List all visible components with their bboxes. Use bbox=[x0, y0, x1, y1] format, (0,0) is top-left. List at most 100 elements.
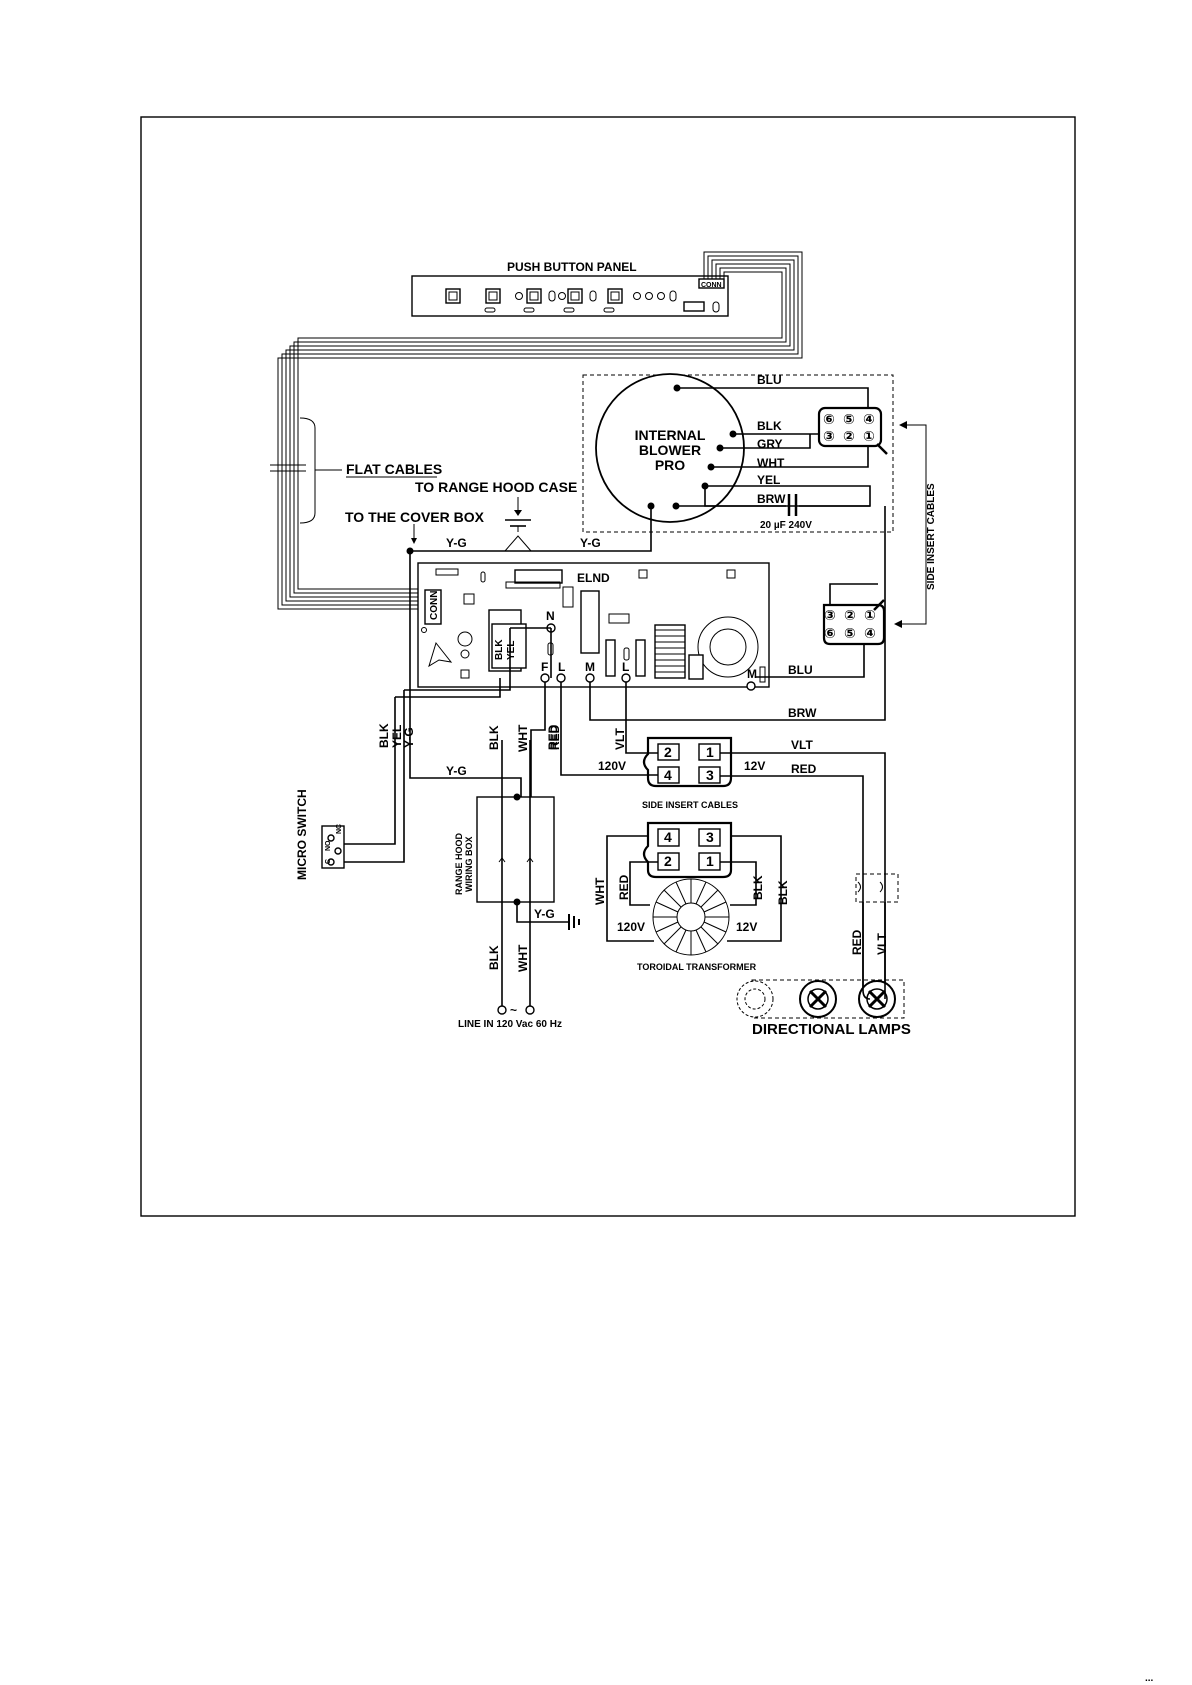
connector-top-1: ① bbox=[863, 428, 875, 444]
directional-lamps-label: DIRECTIONAL LAMPS bbox=[752, 1021, 911, 1038]
connector-top-2: ② bbox=[843, 428, 855, 444]
connector-top-5: ⑤ bbox=[843, 411, 855, 427]
connector-top-6: ⑥ bbox=[823, 411, 835, 427]
wire-label-yg-ground: Y-G bbox=[534, 907, 555, 921]
micro-switch-nc: NC bbox=[336, 824, 343, 834]
board-terminal-m2: M bbox=[747, 667, 757, 681]
transformer-red-label: RED bbox=[617, 874, 631, 900]
hood-case-ground: TO RANGE HOOD CASE bbox=[415, 479, 577, 552]
micro-switch-label: MICRO SWITCH bbox=[295, 789, 309, 880]
wire-label-blk-top: BLK bbox=[757, 419, 782, 433]
blower-section bbox=[582, 374, 894, 533]
flat-cables-label: FLAT CABLES bbox=[346, 461, 442, 477]
side-insert-pin-4: 4 bbox=[664, 767, 672, 783]
connector-top-3: ③ bbox=[823, 428, 835, 444]
wire-label-wht-bottom: WHT bbox=[516, 944, 530, 972]
wire-label-blk-bottom: BLK bbox=[487, 945, 501, 970]
wire-label-yg-right: Y-G bbox=[580, 536, 601, 550]
wire-label-red-lamp: RED bbox=[850, 929, 864, 955]
transformer-pin-3: 3 bbox=[706, 829, 714, 845]
wire-label-blk-left: BLK bbox=[377, 723, 391, 748]
board-terminal-m: M bbox=[585, 660, 595, 674]
board-name: ELND bbox=[577, 571, 610, 585]
side-insert-bottom-label: SIDE INSERT CABLES bbox=[642, 800, 738, 810]
transformer-blk-label-1: BLK bbox=[751, 875, 765, 900]
transformer-wht-label: WHT bbox=[593, 877, 607, 905]
transformer-12v: 12V bbox=[736, 920, 757, 934]
side-insert-pin-2: 2 bbox=[664, 744, 672, 760]
wire-label-vlt-right: VLT bbox=[791, 738, 813, 752]
wire-label-vlt-lamp: VLT bbox=[875, 933, 889, 955]
page-mark: ... bbox=[1145, 1673, 1154, 1684]
side-insert-12v: 12V bbox=[744, 759, 765, 773]
capacitor-label: 20 µF 240V bbox=[760, 520, 812, 531]
connector-right-4: ④ bbox=[864, 625, 876, 641]
side-insert-vertical-label: SIDE INSERT CABLES bbox=[926, 483, 937, 590]
blower-label-2: BLOWER bbox=[639, 442, 701, 458]
side-insert-connector: 2 1 4 3 bbox=[642, 736, 733, 788]
wire-label-yel-left: YEL bbox=[390, 725, 404, 748]
micro-switch-no: NO bbox=[325, 840, 332, 851]
board-terminal-f: F bbox=[541, 660, 548, 674]
transformer-120v: 120V bbox=[617, 920, 645, 934]
line-in-label: LINE IN 120 Vac 60 Hz bbox=[458, 1019, 562, 1030]
micro-switch-c: C bbox=[325, 859, 332, 864]
directional-lamps bbox=[736, 902, 905, 1019]
wire-label-yg-left: Y-G bbox=[446, 536, 467, 550]
wire-label-yg-mid: Y-G bbox=[446, 764, 467, 778]
blower-label-3: PRO bbox=[655, 457, 685, 473]
line-in-tilde: ~ bbox=[510, 1003, 517, 1017]
connector-right-6: ⑥ bbox=[824, 625, 836, 641]
relay-blk-label: BLK bbox=[494, 639, 505, 660]
connector-right-3: ③ bbox=[824, 607, 836, 623]
blower-label-1: INTERNAL bbox=[635, 427, 706, 443]
wire-label-yg-vertical: Y-G bbox=[402, 727, 416, 748]
range-hood-wiring-box bbox=[476, 740, 580, 1006]
wire-label-brw-top: BRW bbox=[757, 492, 786, 506]
transformer-blk-label-2: BLK bbox=[776, 880, 790, 905]
control-board: ELND CONN BLK YEL bbox=[417, 562, 770, 688]
wire-label-red-right: RED bbox=[791, 762, 817, 776]
transformer-pin-1: 1 bbox=[706, 853, 714, 869]
wire-label-wht-mid: WHT bbox=[516, 724, 530, 752]
connector-right-5: ⑤ bbox=[844, 625, 856, 641]
push-button-panel: PUSH BUTTON PANEL CONN bbox=[411, 260, 729, 317]
transformer-pin-2: 2 bbox=[664, 853, 672, 869]
push-button-panel-title: PUSH BUTTON PANEL bbox=[507, 260, 637, 274]
wire-label-blu-lower: BLU bbox=[788, 663, 813, 677]
wiring-box-label-1: RANGE HOOD bbox=[454, 832, 464, 895]
transformer-pin-4: 4 bbox=[664, 829, 672, 845]
wire-blu-lower bbox=[755, 643, 865, 678]
wire-label-vlt-board: VLT bbox=[613, 728, 627, 750]
board-terminal-n: N bbox=[546, 609, 555, 623]
blower-connector: ⑥ ⑤ ④ ③ ② ① bbox=[817, 406, 888, 455]
diagram-frame bbox=[140, 116, 1076, 1217]
panel-conn-label: CONN bbox=[701, 282, 722, 289]
wire-label-brw-lower: BRW bbox=[788, 706, 817, 720]
side-connector: ③ ② ① ⑥ ⑤ ④ bbox=[822, 583, 886, 646]
board-terminal-l: L bbox=[558, 660, 565, 674]
wire-label-gry: GRY bbox=[757, 437, 783, 451]
transformer-label: TOROIDAL TRANSFORMER bbox=[637, 962, 757, 972]
to-cover-box-label: TO THE COVER BOX bbox=[345, 509, 485, 525]
micro-switch: NC NO C bbox=[321, 824, 345, 869]
side-insert-callout: SIDE INSERT CABLES bbox=[894, 421, 937, 628]
toroidal-transformer: 4 3 2 1 bbox=[606, 821, 782, 956]
wire-label-red-board: RED bbox=[546, 724, 560, 750]
wire-label-red-mid: RED bbox=[548, 724, 562, 750]
relay-yel-label: YEL bbox=[506, 641, 517, 660]
wiring-box-label-2: WIRING BOX bbox=[464, 837, 474, 893]
connector-right-2: ② bbox=[844, 607, 856, 623]
board-terminal-l2: L bbox=[622, 660, 629, 674]
wire-label-blk-mid: BLK bbox=[487, 725, 501, 750]
side-insert-120v: 120V bbox=[598, 759, 626, 773]
to-hood-case-label: TO RANGE HOOD CASE bbox=[415, 479, 577, 495]
side-insert-pin-3: 3 bbox=[706, 767, 714, 783]
wire-label-wht-top: WHT bbox=[757, 456, 785, 470]
wire-label-yel-top: YEL bbox=[757, 473, 780, 487]
connector-right-1: ① bbox=[864, 607, 876, 623]
wire-vlt-board bbox=[625, 682, 658, 754]
wire-red-board bbox=[560, 682, 658, 776]
connector-top-4: ④ bbox=[863, 411, 875, 427]
